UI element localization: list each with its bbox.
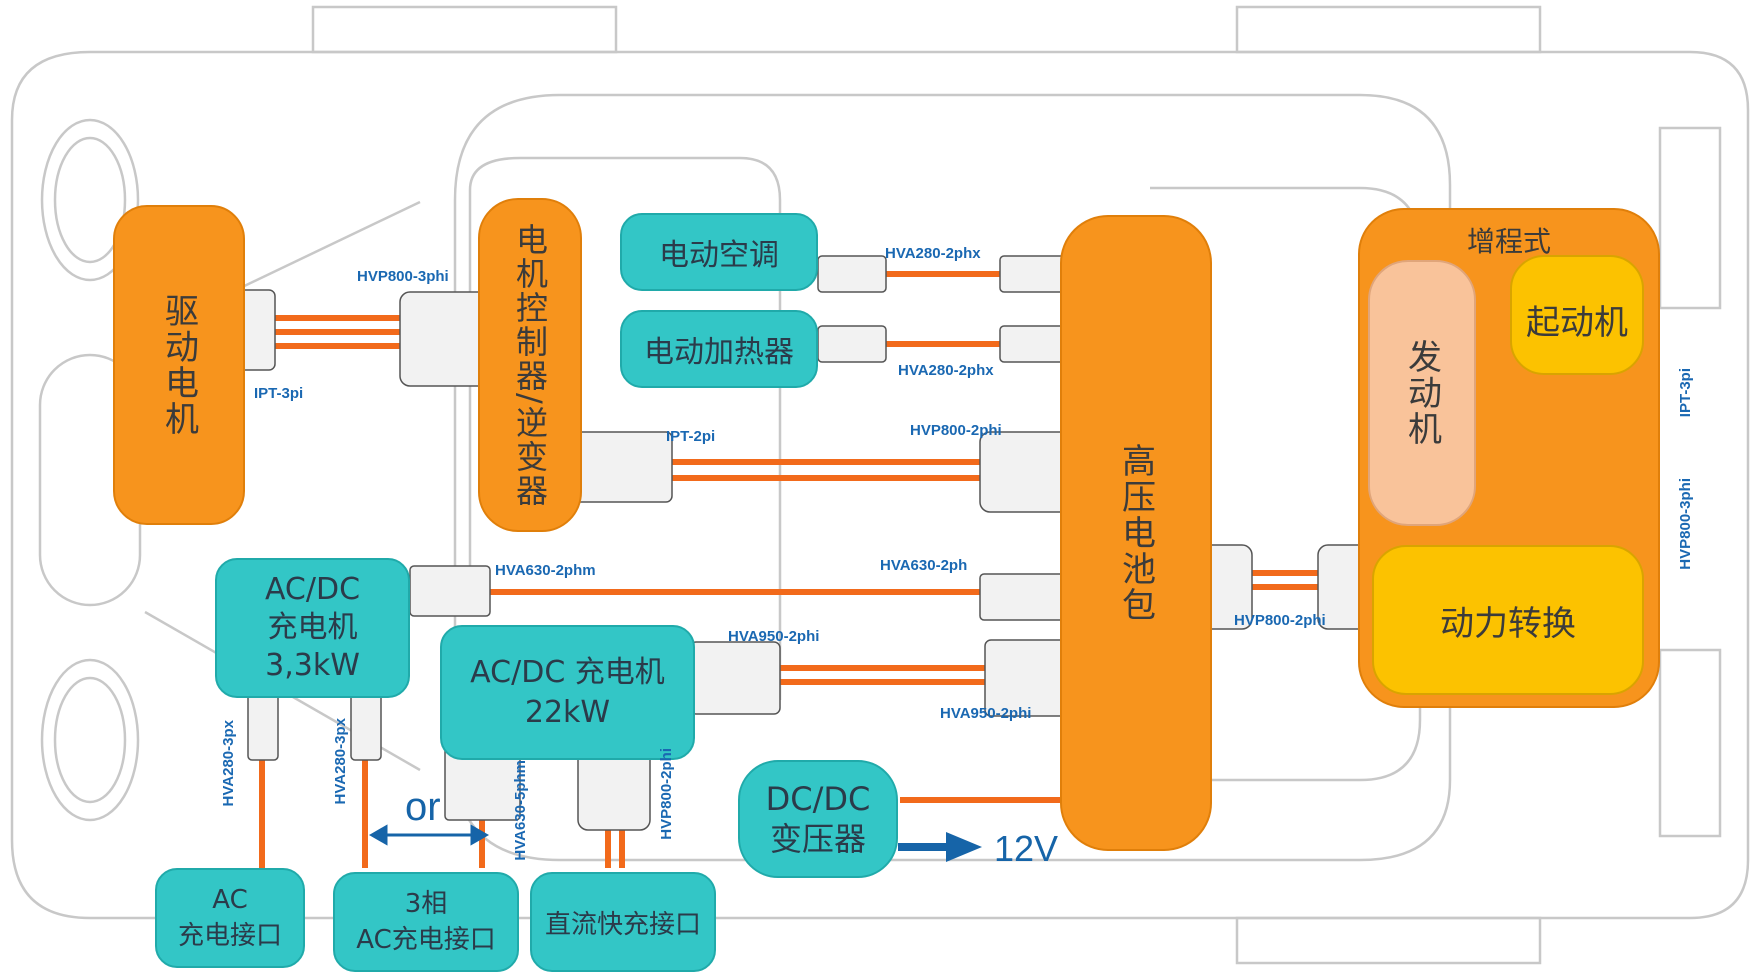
hv-battery-box: 高压电池包 [1060, 215, 1212, 851]
label-hva280-3px-b: HVA280-3px [332, 718, 349, 805]
drive-motor-label: 驱动电机 [158, 293, 199, 437]
front-seat-outline [468, 156, 782, 700]
e-heater-box: 电动加热器 [620, 310, 818, 388]
starter-label: 起动机 [1526, 303, 1628, 343]
acdc-large-box: AC/DC 充电机 22kW [440, 625, 695, 760]
ac3-port-box: 3相 AC充电接口 [333, 872, 519, 972]
label-hva950-2phi-a: HVA950-2phi [728, 628, 820, 645]
arrow-12v [898, 832, 982, 862]
front-wheel-bottom-inner [40, 658, 140, 822]
motor-controller-box: 电机控制器/逆变器 [478, 198, 582, 532]
e-ac-box: 电动空调 [620, 213, 818, 291]
hood-line-top [214, 200, 421, 302]
connector-hva280-ac-right [999, 255, 1069, 293]
label-ipt-2pi: IPT-2pi [666, 428, 716, 445]
connector-hva280-heater-left [817, 325, 887, 363]
or-label: or [405, 785, 441, 829]
connector-hva280-3px-a [247, 689, 279, 761]
power-conversion-box: 动力转换 [1372, 545, 1644, 695]
cabin-outline [453, 93, 1452, 862]
front-wheel-bottom-core [53, 676, 127, 804]
car-body-outline [10, 50, 1750, 920]
connector-hva280-heater-right [999, 325, 1069, 363]
ac3-port-label: 3相 AC充电接口 [356, 889, 496, 955]
connector-ipt-2pi [569, 431, 673, 503]
mirror-right-top [1235, 5, 1542, 54]
label-hvp800-2phi-bottom: HVP800-2phi [658, 748, 675, 840]
acdc-small-box: AC/DC 充电机 3,3kW [215, 558, 410, 698]
output-12v-label: 12V [994, 828, 1059, 869]
label-hva630-2ph: HVA630-2ph [880, 557, 968, 574]
hv-cables [259, 271, 1609, 868]
engine-label: 发动机 [1401, 339, 1442, 447]
dc-port-label: 直流快充接口 [544, 909, 701, 940]
drive-motor-box: 驱动电机 [113, 205, 245, 525]
label-hva280-2phx-b: HVA280-2phx [898, 362, 994, 379]
ac-port-box: AC 充电接口 [155, 868, 305, 968]
dcdc-box: DC/DC 变压器 [738, 760, 898, 878]
connector-hva280-ac-left [817, 255, 887, 293]
label-hva280-3px-a: HVA280-3px [220, 720, 237, 807]
label-ipt-3pi-left: IPT-3pi [254, 385, 304, 402]
label-hva630-5phm: HVA630-5phm [512, 760, 529, 861]
e-heater-label: 电动加热器 [644, 335, 794, 370]
acdc-small-label: AC/DC 充电机 3,3kW [264, 572, 361, 683]
dc-port-box: 直流快充接口 [530, 872, 716, 972]
ac-port-label: AC 充电接口 [177, 885, 282, 951]
range-extender-label: 增程式 [1466, 225, 1551, 258]
label-hvp800-3phi-top: HVP800-3phi [357, 268, 449, 285]
front-wheel-top-inner [40, 118, 140, 282]
rear-light-bottom [1658, 648, 1722, 838]
mirror-left-top [311, 5, 618, 54]
connector-hva630-2ph [979, 573, 1071, 621]
connector-hva630-2phm [409, 565, 491, 617]
engine-box: 发动机 [1368, 260, 1476, 526]
mirror-right-bottom [1235, 916, 1542, 965]
connector-hva950-left [689, 641, 781, 715]
connector-hva280-3px-b [350, 689, 382, 761]
motor-controller-label: 电机控制器/逆变器 [511, 222, 549, 508]
label-hva280-2phx-a: HVA280-2phx [885, 245, 981, 262]
label-ipt-3pi-right: IPT-3pi [1677, 368, 1694, 418]
car-outline [10, 5, 1750, 965]
label-hvp800-2phi-top: HVP800-2phi [910, 422, 1002, 439]
label-hvp800-3phi-right: HVP800-3phi [1677, 478, 1694, 570]
power-conversion-label: 动力转换 [1440, 603, 1576, 644]
label-hvp800-2phi-mid: HVP800-2phi [1234, 612, 1326, 629]
acdc-large-label: AC/DC 充电机 22kW [470, 654, 665, 730]
label-hva630-2phm: HVA630-2phm [495, 562, 596, 579]
rear-light-top [1658, 126, 1722, 310]
dcdc-label: DC/DC 变压器 [765, 780, 871, 858]
or-double-arrow [368, 824, 490, 846]
starter-box: 起动机 [1510, 255, 1644, 375]
connector-hvp800-2phi-battery [979, 431, 1071, 513]
front-wheel-top-core [53, 136, 127, 264]
e-ac-label: 电动空调 [659, 238, 779, 273]
connector-hvp800-3phi-inverter [399, 291, 489, 387]
hv-battery-label: 高压电池包 [1115, 443, 1156, 623]
label-hva950-2phi-b: HVA950-2phi [940, 705, 1032, 722]
